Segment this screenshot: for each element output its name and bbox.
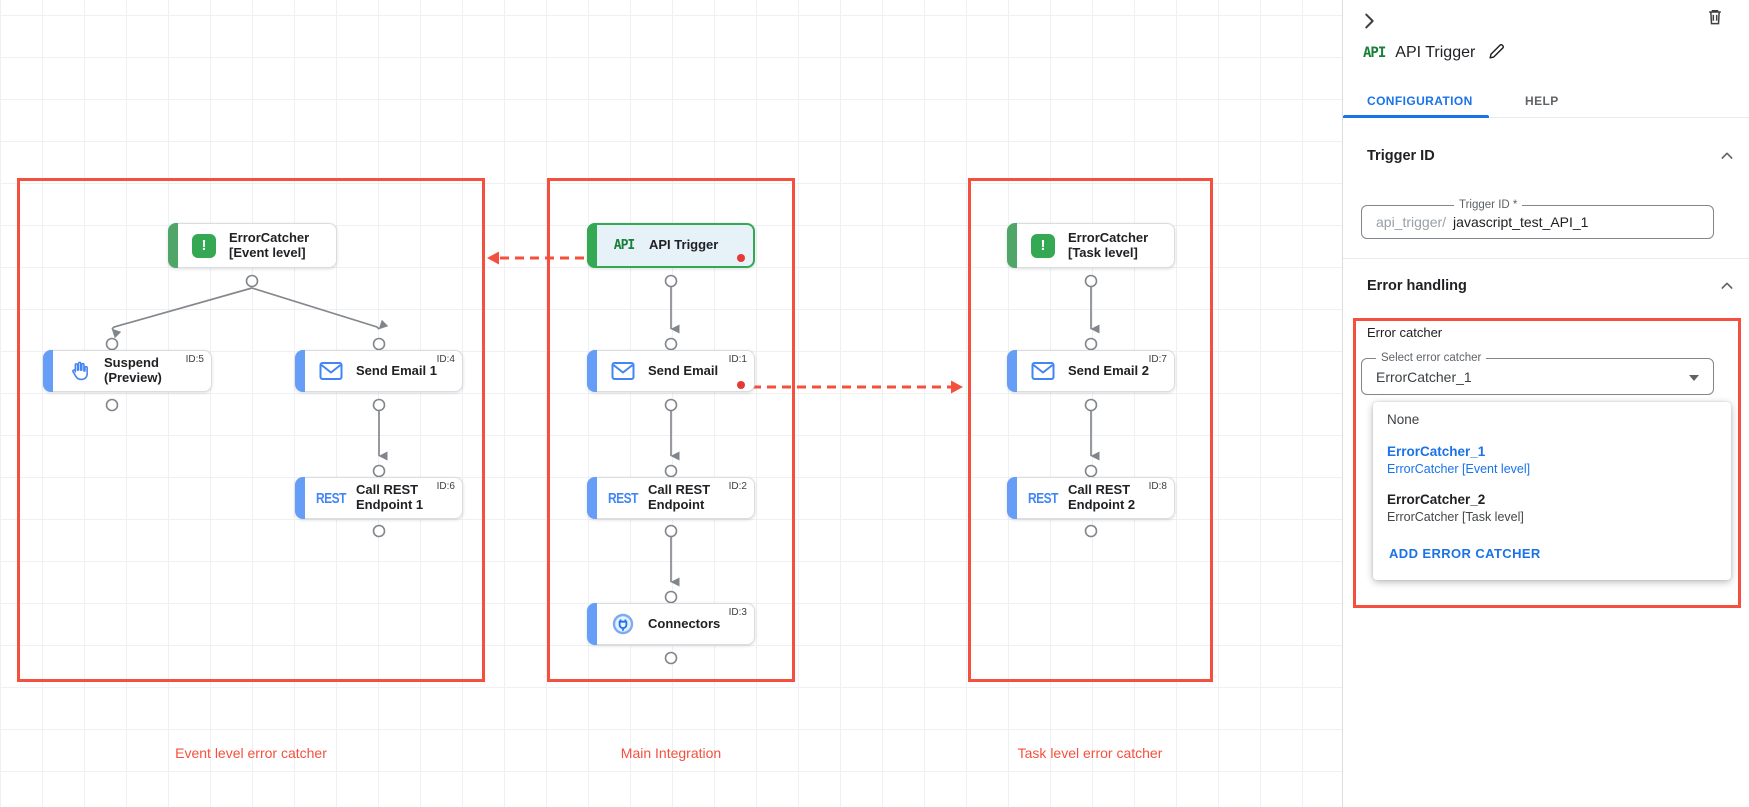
select-error-catcher-label: Select error catcher xyxy=(1376,352,1487,364)
trigger-id-field-label: Trigger ID * xyxy=(1454,199,1523,211)
error-catcher-icon: ! xyxy=(192,233,216,258)
error-handling-heading: Error handling xyxy=(1367,278,1467,294)
node-connectors[interactable]: Connectors ID:3 xyxy=(587,603,755,645)
node-id: ID:1 xyxy=(728,354,747,365)
trigger-id-field[interactable]: Trigger ID * api_trigger/ javascript_tes… xyxy=(1361,199,1714,239)
event-level-error-catcher-box xyxy=(17,178,485,682)
api-icon: API xyxy=(613,238,636,253)
node-errorcatcher-event-level[interactable]: ! ErrorCatcher [Event level] xyxy=(168,223,337,268)
node-call-rest-endpoint-1[interactable]: REST Call REST Endpoint 1 ID:6 xyxy=(295,477,463,519)
panel-tabs: CONFIGURATION HELP xyxy=(1343,84,1749,118)
node-label: ErrorCatcher [Task level] xyxy=(1068,229,1149,260)
suspend-hand-icon xyxy=(66,360,92,382)
node-accent-bar xyxy=(1007,350,1017,392)
collapse-trigger-id-button[interactable] xyxy=(1719,148,1735,164)
edges-layer xyxy=(105,251,1100,665)
node-label: Call REST Endpoint xyxy=(648,482,711,512)
add-error-catcher-button[interactable]: ADD ERROR CATCHER xyxy=(1389,546,1541,561)
node-label: Suspend (Preview) xyxy=(104,355,162,385)
node-send-email-2[interactable]: Send Email 2 ID:7 xyxy=(1007,350,1175,392)
connectors-icon xyxy=(610,612,636,636)
node-label: Connectors xyxy=(648,615,721,631)
node-label: Call REST Endpoint 2 xyxy=(1068,482,1136,512)
rest-icon: REST xyxy=(316,489,347,507)
node-accent-bar xyxy=(168,223,178,268)
node-id: ID:7 xyxy=(1148,354,1167,365)
node-accent-bar xyxy=(587,603,597,645)
main-integration-box xyxy=(547,178,795,682)
integration-canvas[interactable]: Event level error catcher Main Integrati… xyxy=(0,0,1342,807)
error-catcher-dropdown: None ErrorCatcher_1 ErrorCatcher [Event … xyxy=(1373,402,1731,580)
dropdown-item-errorcatcher-2[interactable]: ErrorCatcher_2 ErrorCatcher [Task level] xyxy=(1373,492,1731,524)
trigger-id-prefix: api_trigger/ xyxy=(1376,214,1447,230)
node-send-email-1[interactable]: Send Email 1 ID:4 xyxy=(295,350,463,392)
collapse-panel-button[interactable] xyxy=(1357,10,1381,34)
arrowhead-left xyxy=(487,251,499,265)
tab-configuration[interactable]: CONFIGURATION xyxy=(1367,84,1473,118)
email-icon xyxy=(1030,361,1056,381)
select-error-catcher-value: ErrorCatcher_1 xyxy=(1376,368,1472,385)
api-trigger-error-dot xyxy=(737,254,745,262)
chevron-up-icon xyxy=(1721,282,1733,289)
delete-trigger-button[interactable] xyxy=(1703,6,1727,30)
dropdown-item-none[interactable]: None xyxy=(1373,412,1731,427)
trash-icon xyxy=(1709,9,1721,24)
node-label: Call REST Endpoint 1 xyxy=(356,482,424,512)
node-label: Send Email 1 xyxy=(356,362,437,378)
trigger-id-value: javascript_test_API_1 xyxy=(1453,214,1589,230)
node-label: ErrorCatcher [Event level] xyxy=(229,229,310,260)
node-call-rest-endpoint[interactable]: REST Call REST Endpoint ID:2 xyxy=(587,477,755,519)
task-level-error-catcher-box xyxy=(968,178,1213,682)
error-catcher-group-label: Error catcher xyxy=(1367,325,1443,340)
node-id: ID:6 xyxy=(436,481,455,492)
active-tab-underline xyxy=(1343,115,1489,118)
chevron-right-icon xyxy=(1365,13,1374,29)
node-id: ID:5 xyxy=(185,354,204,365)
error-catcher-highlight-box xyxy=(1353,318,1741,608)
chevron-up-icon xyxy=(1721,152,1733,159)
node-label: Send Email 2 xyxy=(1068,362,1149,378)
node-id: ID:3 xyxy=(728,607,747,618)
node-send-email[interactable]: Send Email ID:1 xyxy=(587,350,755,392)
group-label-main-integration: Main Integration xyxy=(620,745,722,761)
node-id: ID:8 xyxy=(1148,481,1167,492)
arrowhead-right xyxy=(951,380,963,394)
select-error-catcher[interactable]: Select error catcher ErrorCatcher_1 xyxy=(1361,352,1714,395)
node-accent-bar xyxy=(587,223,597,268)
dropdown-item-errorcatcher-1[interactable]: ErrorCatcher_1 ErrorCatcher [Event level… xyxy=(1373,444,1731,476)
api-icon: API xyxy=(1363,45,1386,61)
rest-icon: REST xyxy=(1028,489,1059,507)
node-accent-bar xyxy=(587,477,597,519)
email-icon xyxy=(610,361,636,381)
group-label-task-level: Task level error catcher xyxy=(1017,745,1163,761)
dropdown-caret-icon xyxy=(1689,375,1699,381)
node-id: ID:2 xyxy=(728,481,747,492)
node-api-trigger[interactable]: API API Trigger xyxy=(587,223,755,268)
edit-title-button[interactable] xyxy=(1485,42,1507,64)
group-label-event-level: Event level error catcher xyxy=(175,745,327,761)
node-label: Send Email xyxy=(648,362,719,378)
node-accent-bar xyxy=(295,477,305,519)
collapse-error-handling-button[interactable] xyxy=(1719,278,1735,294)
node-suspend[interactable]: Suspend (Preview) ID:5 xyxy=(43,350,212,392)
email-icon xyxy=(318,361,344,381)
node-accent-bar xyxy=(43,350,53,392)
error-catcher-icon: ! xyxy=(1031,233,1055,258)
node-id: ID:4 xyxy=(436,354,455,365)
send-email-error-dot xyxy=(737,381,745,389)
trigger-id-heading: Trigger ID xyxy=(1367,148,1435,164)
node-accent-bar xyxy=(587,350,597,392)
node-accent-bar xyxy=(1007,477,1017,519)
node-label: API Trigger xyxy=(649,237,719,253)
tab-help[interactable]: HELP xyxy=(1525,84,1559,118)
node-accent-bar xyxy=(295,350,305,392)
section-divider xyxy=(1343,258,1749,259)
pencil-icon xyxy=(1489,44,1504,59)
rest-icon: REST xyxy=(608,489,639,507)
config-panel: API API Trigger CONFIGURATION HELP Trigg… xyxy=(1342,0,1749,807)
panel-title: API Trigger xyxy=(1395,44,1476,61)
node-call-rest-endpoint-2[interactable]: REST Call REST Endpoint 2 ID:8 xyxy=(1007,477,1175,519)
node-accent-bar xyxy=(1007,223,1017,268)
node-errorcatcher-task-level[interactable]: ! ErrorCatcher [Task level] xyxy=(1007,223,1175,268)
